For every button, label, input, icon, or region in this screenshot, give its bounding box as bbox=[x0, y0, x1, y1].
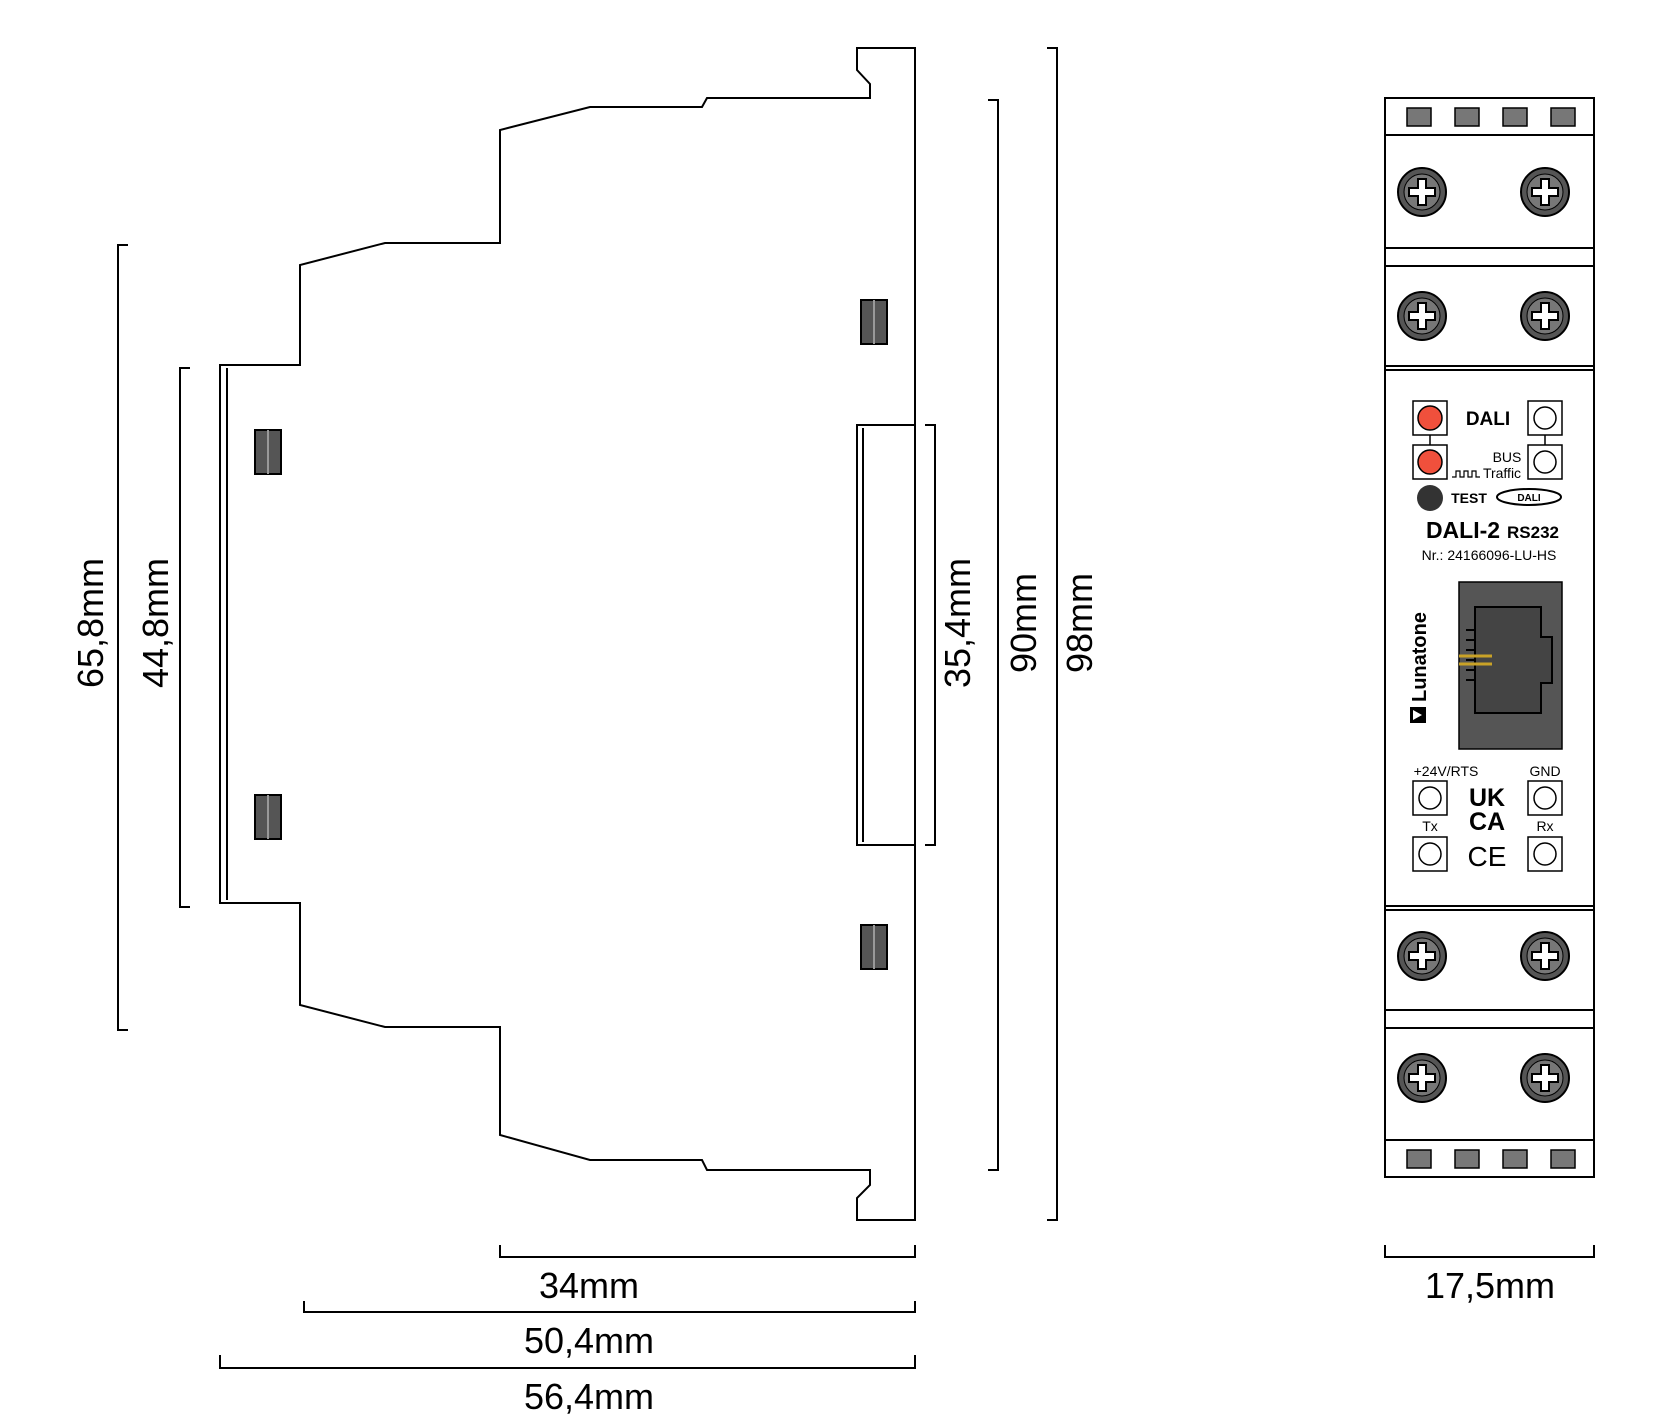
terminal-24v[interactable] bbox=[1418, 786, 1442, 810]
bus-traffic-led bbox=[1417, 449, 1443, 475]
certification-marks: UK CA CE bbox=[1468, 784, 1507, 872]
dim-label-65-8: 65,8mm bbox=[70, 558, 111, 688]
front-view: DALI BUS Traffic TEST DALI DALI-2 RS232 … bbox=[1384, 97, 1595, 1178]
terminal-gnd[interactable] bbox=[1533, 786, 1557, 810]
signal-terminals: +24V/RTS GND Tx Rx bbox=[1412, 763, 1563, 872]
dim-line-44-8 bbox=[179, 367, 190, 908]
test-label: TEST bbox=[1451, 490, 1487, 506]
terminal-screw-icon bbox=[1397, 931, 1447, 981]
dim-line-50-4 bbox=[303, 1301, 916, 1313]
ce-mark: CE bbox=[1468, 841, 1507, 872]
dim-label-98: 98mm bbox=[1059, 573, 1100, 673]
dim-line-56-4 bbox=[219, 1355, 916, 1369]
terminal-screw-icon bbox=[1520, 1053, 1570, 1103]
terminal-tx[interactable] bbox=[1418, 842, 1442, 866]
dim-label-44-8: 44,8mm bbox=[135, 558, 176, 688]
dali-led bbox=[1417, 405, 1443, 431]
dim-label-34: 34mm bbox=[539, 1265, 639, 1306]
traffic-label: Traffic bbox=[1483, 465, 1521, 481]
dim-line-90 bbox=[988, 99, 999, 1171]
side-dimension-lines bbox=[117, 47, 1595, 1369]
dim-label-56-4: 56,4mm bbox=[524, 1376, 654, 1417]
dimension-labels: 65,8mm 44,8mm 35,4mm 90mm 98mm 34mm 50,4… bbox=[70, 558, 1555, 1417]
traffic-waveform-icon bbox=[1452, 470, 1480, 478]
dim-label-90: 90mm bbox=[1003, 573, 1044, 673]
dim-line-34 bbox=[499, 1245, 916, 1258]
rj-connector bbox=[1458, 581, 1563, 750]
terminal-label-rx: Rx bbox=[1536, 818, 1553, 834]
terminal-rx[interactable] bbox=[1533, 842, 1557, 866]
lunatone-logo: Lunatone bbox=[1409, 612, 1431, 723]
dim-line-98 bbox=[1047, 47, 1058, 1221]
terminal-label-24v: +24V/RTS bbox=[1414, 763, 1479, 779]
din-rail-recess bbox=[856, 424, 915, 846]
terminal-screw-icon bbox=[1520, 931, 1570, 981]
dim-label-50-4: 50,4mm bbox=[524, 1320, 654, 1361]
led-panel: DALI BUS Traffic bbox=[1412, 400, 1563, 481]
terminal-label-gnd: GND bbox=[1529, 763, 1560, 779]
serial-number: Nr.: 24166096-LU-HS bbox=[1422, 547, 1557, 563]
terminal-screw-icon bbox=[1520, 291, 1570, 341]
terminal-screws bbox=[1397, 167, 1570, 1103]
dim-label-35-4: 35,4mm bbox=[937, 558, 978, 688]
top-vents bbox=[1406, 107, 1576, 127]
model-name: DALI-2 bbox=[1426, 517, 1500, 543]
dim-line-17-5 bbox=[1384, 1245, 1595, 1258]
terminal-label-tx: Tx bbox=[1422, 818, 1438, 834]
dali-label: DALI bbox=[1466, 409, 1510, 430]
ukca-mark-line2: CA bbox=[1469, 808, 1505, 836]
bus-label: BUS bbox=[1493, 449, 1522, 465]
terminal-screw-icon bbox=[1520, 167, 1570, 217]
ukca-mark-line1: UK bbox=[1469, 784, 1505, 812]
dim-label-17-5: 17,5mm bbox=[1425, 1265, 1555, 1306]
bottom-vents bbox=[1406, 1149, 1576, 1169]
svg-text:DALI: DALI bbox=[1517, 493, 1541, 504]
test-button[interactable] bbox=[1417, 485, 1443, 511]
front-housing bbox=[1384, 97, 1595, 1178]
brand-name: Lunatone bbox=[1409, 612, 1431, 702]
dim-line-65-8 bbox=[117, 244, 128, 1031]
terminal-screw-icon bbox=[1397, 167, 1447, 217]
side-view bbox=[219, 47, 916, 1221]
terminal-screw-icon bbox=[1397, 1053, 1447, 1103]
model-subname: RS232 bbox=[1507, 523, 1559, 542]
dim-line-35-4 bbox=[925, 424, 936, 846]
dali-logo: DALI bbox=[1496, 488, 1562, 506]
side-housing-outline bbox=[219, 47, 916, 1221]
terminal-screw-icon bbox=[1397, 291, 1447, 341]
